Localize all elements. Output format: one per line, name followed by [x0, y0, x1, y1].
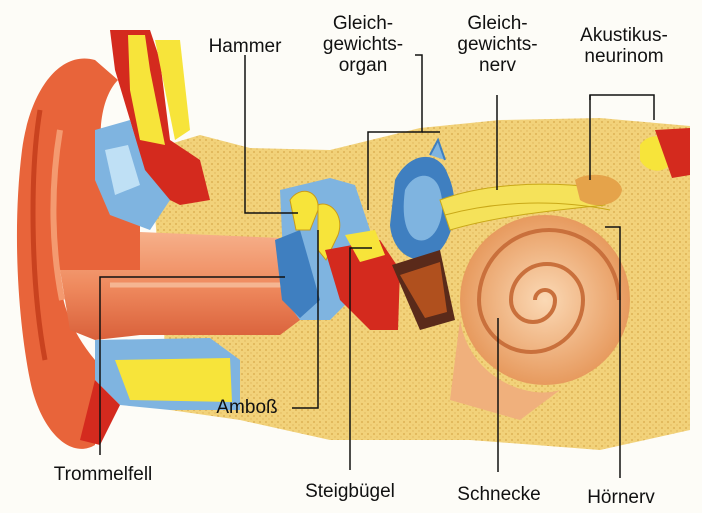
label-amboss: Amboß [205, 397, 289, 418]
label-hammer: Hammer [196, 36, 294, 57]
label-gleichgewichtsnerv: Gleich- gewichts- nerv [440, 13, 555, 76]
label-trommelfell: Trommelfell [38, 464, 168, 485]
label-gleichgewichtsorgan: Gleich- gewichts- organ [308, 13, 418, 76]
label-akustikusneurinom: Akustikus- neurinom [568, 25, 680, 67]
label-steigbuegel: Steigbügel [288, 481, 412, 502]
leader-akustikusneurinom [590, 95, 654, 120]
label-schnecke: Schnecke [444, 484, 554, 505]
label-hoernerv: Hörnerv [575, 487, 667, 508]
